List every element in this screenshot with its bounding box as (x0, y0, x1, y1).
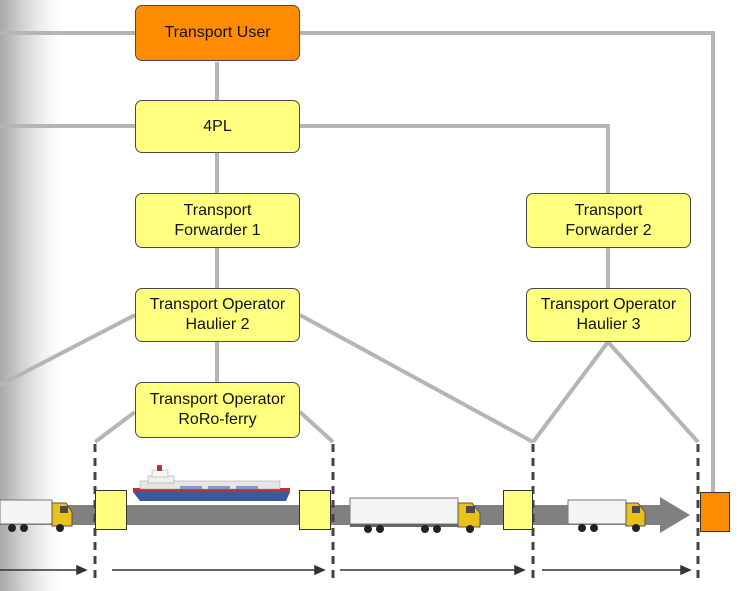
haulier-3-box: Transport Operator Haulier 3 (526, 288, 691, 342)
forwarder-2-label: Transport Forwarder 2 (565, 201, 652, 239)
forwarder-1-box: Transport Forwarder 1 (135, 193, 300, 248)
terminal-node (299, 490, 331, 530)
haulier-3-label: Transport Operator Haulier 3 (540, 296, 677, 333)
roro-ferry-label: Transport Operator RoRo-ferry (149, 391, 286, 428)
haulier-2-box: Transport Operator Haulier 2 (135, 288, 300, 342)
truck-icon (0, 499, 73, 532)
left-gradient-background (0, 0, 60, 591)
ferry-icon (133, 465, 290, 501)
haulier-2-label: Transport Operator Haulier 2 (149, 296, 286, 333)
4pl-label: 4PL (203, 117, 232, 135)
terminal-node (95, 490, 127, 530)
truck-icon (567, 499, 646, 532)
terminal-node (503, 490, 533, 530)
leg-arrows (0, 564, 692, 576)
forwarder-2-box: Transport Forwarder 2 (526, 193, 691, 248)
truck-icon (349, 497, 481, 533)
transport-user-label: Transport User (164, 24, 271, 41)
forwarder-1-label: Transport Forwarder 1 (174, 201, 261, 239)
destination-node (700, 492, 730, 532)
4pl-box: 4PL (135, 100, 300, 153)
transport-user-box: Transport User (135, 5, 300, 61)
hierarchy-connectors (0, 31, 715, 492)
roro-ferry-box: Transport Operator RoRo-ferry (135, 382, 300, 438)
